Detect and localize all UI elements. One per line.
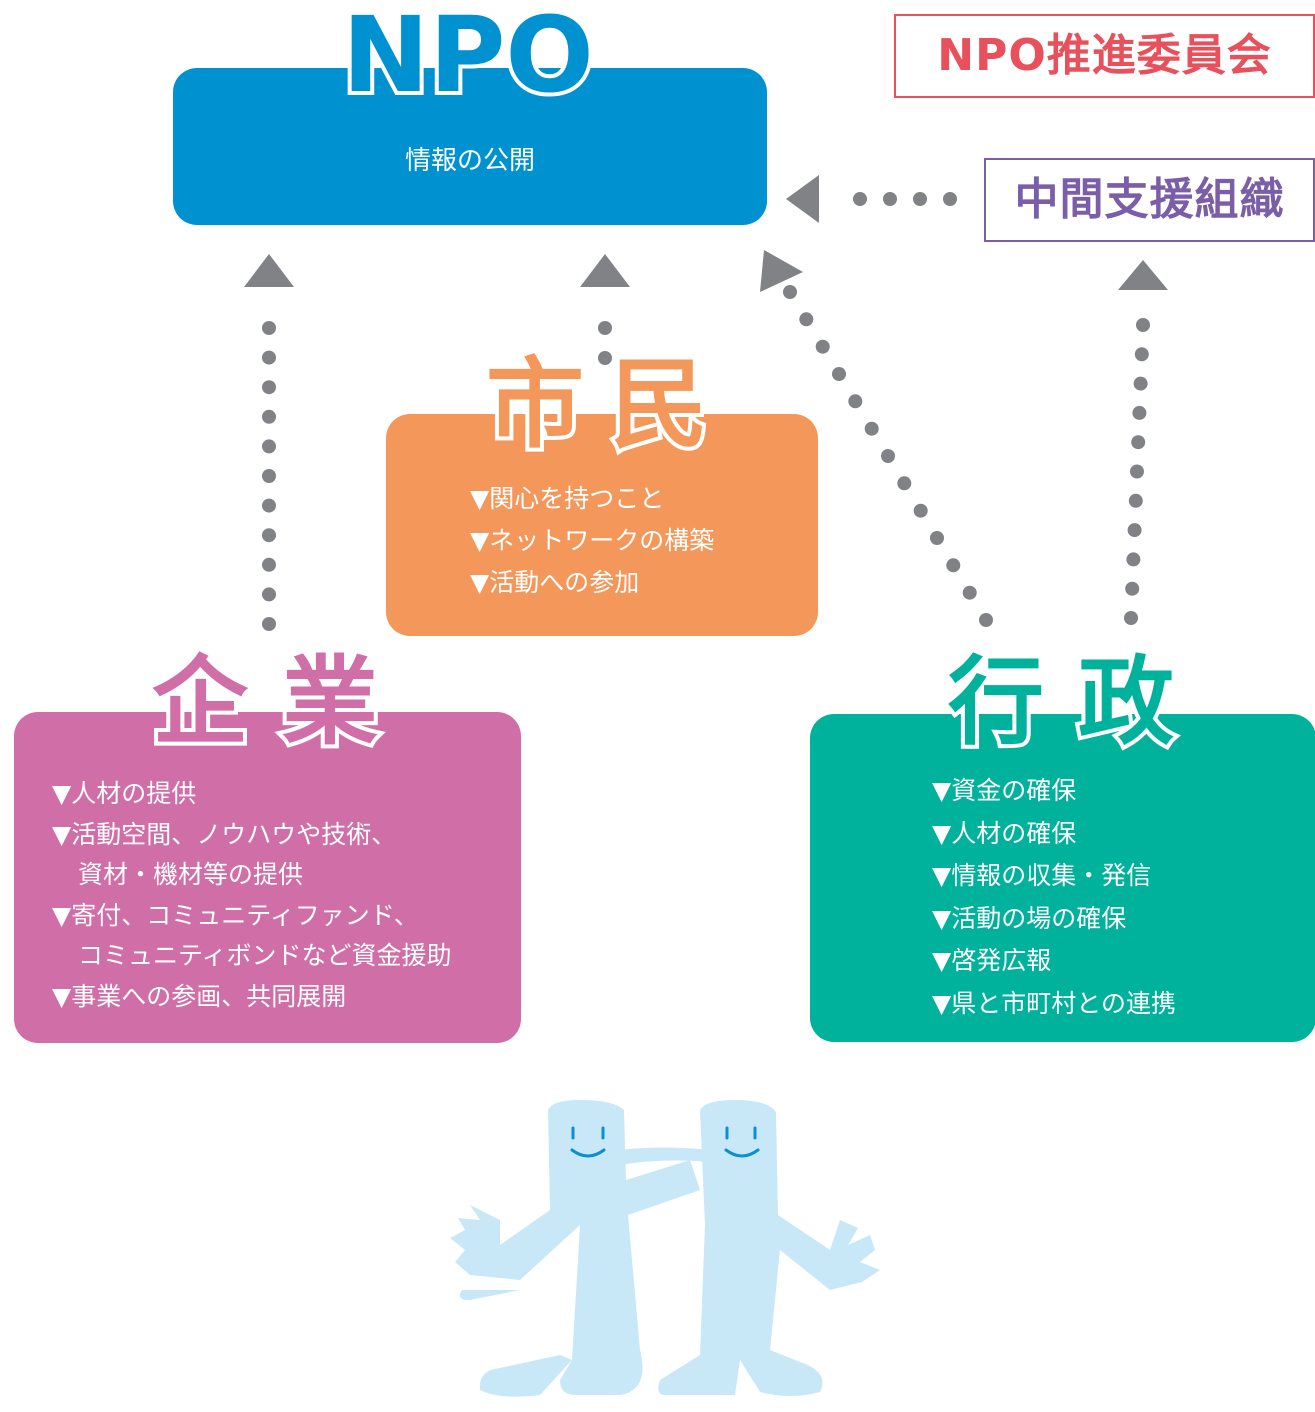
- dot-intermediary-line: [1134, 347, 1149, 362]
- dot-left-line: [943, 192, 957, 206]
- dot-intermediary-line: [1133, 376, 1148, 391]
- dot-government-line: [913, 503, 928, 518]
- dot-left-line: [853, 192, 867, 206]
- dot-left-line: [913, 192, 927, 206]
- citizens-title: 市民: [482, 348, 735, 462]
- government-item: ▼資金の確保: [932, 776, 1077, 805]
- dot-government-line: [815, 339, 830, 354]
- arrow-head-companies: [244, 254, 294, 287]
- dot-companies-line: [262, 617, 276, 631]
- dot-intermediary-line: [1131, 435, 1146, 450]
- government-item: ▼啓発広報: [932, 946, 1052, 976]
- companies-item: ▼活動空間、ノウハウや技術、: [52, 819, 397, 849]
- government-list: ▼資金の確保 ▼人材の確保 ▼情報の収集・発信 ▼活動の場の確保 ▼啓発広報 ▼…: [932, 770, 1176, 1026]
- npo-subtitle: 情報の公開: [404, 146, 535, 176]
- companies-item: ▼人材の提供: [52, 779, 197, 808]
- dot-companies-line: [262, 557, 276, 572]
- citizens-list: ▼関心を持つこと ▼ネットワークの構築 ▼活動への参加: [470, 478, 714, 604]
- companies-item: 資材・機材等の提供: [78, 860, 304, 889]
- dot-companies-line: [262, 587, 276, 602]
- dot-companies-line: [262, 498, 276, 513]
- arrows: [244, 175, 1168, 292]
- intermediary-label: 中間支援組織: [984, 158, 1315, 242]
- dot-left-line: [883, 192, 897, 206]
- government-item: ▼活動の場の確保: [932, 903, 1127, 933]
- citizens-item: ▼関心を持つこと: [470, 484, 665, 513]
- government-title: 行政: [944, 646, 1208, 758]
- arrow-head-intermediary: [1118, 260, 1168, 290]
- arrow-head-citizens: [580, 254, 630, 287]
- government-item: ▼人材の確保: [932, 818, 1077, 848]
- dot-intermediary-line: [1136, 318, 1150, 332]
- dot-government-line: [783, 285, 797, 299]
- dot-intermediary-line: [1127, 523, 1142, 538]
- dot-government-line: [897, 476, 912, 491]
- figure-faces: [570, 1126, 760, 1158]
- citizens-box: [386, 414, 818, 636]
- dot-intermediary-line: [1132, 405, 1147, 420]
- companies-item: コミュニティボンドなど資金援助: [78, 941, 452, 970]
- dot-companies-line: [262, 469, 276, 483]
- dot-companies-line: [262, 528, 276, 543]
- dot-government-line: [832, 367, 846, 381]
- dot-government-line: [799, 312, 814, 327]
- companies-item: ▼事業への参画、共同展開: [52, 981, 347, 1011]
- dot-government-line: [864, 421, 879, 436]
- dotted-lines: [262, 192, 1150, 631]
- npo-title: NPO: [338, 0, 598, 116]
- government-box: [810, 714, 1315, 1042]
- figures-illustration: [450, 1100, 880, 1397]
- dot-intermediary-line: [1124, 611, 1138, 625]
- dot-intermediary-line: [1128, 493, 1143, 508]
- dot-government-line: [962, 585, 977, 600]
- companies-item: ▼寄付、コミュニティファンド、: [52, 900, 419, 930]
- dot-intermediary-line: [1130, 464, 1144, 479]
- dot-companies-line: [262, 409, 276, 424]
- npo-box: [173, 68, 767, 225]
- arrow-head-government: [760, 250, 803, 292]
- dot-companies-line: [262, 439, 276, 454]
- dot-intermediary-line: [1125, 581, 1140, 596]
- dot-government-line: [881, 449, 895, 463]
- companies-box: [14, 712, 521, 1043]
- government-item: ▼情報の収集・発信: [932, 861, 1152, 891]
- arrow-head-left: [786, 175, 819, 223]
- dot-companies-line: [262, 350, 276, 365]
- dot-citizens-line: [598, 321, 612, 335]
- dot-government-line: [848, 394, 863, 409]
- dot-government-line: [930, 531, 944, 545]
- committee-label: NPO推進委員会: [894, 14, 1315, 98]
- dot-companies-line: [262, 380, 276, 395]
- citizens-item: ▼活動への参加: [470, 568, 640, 597]
- dot-companies-line: [262, 321, 276, 335]
- dot-government-line: [946, 558, 961, 573]
- dot-citizens-line: [598, 351, 612, 365]
- companies-title: 企業: [148, 646, 412, 758]
- dot-intermediary-line: [1126, 552, 1141, 567]
- dot-government-line: [979, 613, 993, 627]
- government-item: ▼県と市町村との連携: [932, 988, 1176, 1018]
- citizens-item: ▼ネットワークの構築: [470, 526, 715, 555]
- companies-list: ▼人材の提供 ▼活動空間、ノウハウや技術、 資材・機材等の提供 ▼寄付、コミュニ…: [52, 774, 452, 1017]
